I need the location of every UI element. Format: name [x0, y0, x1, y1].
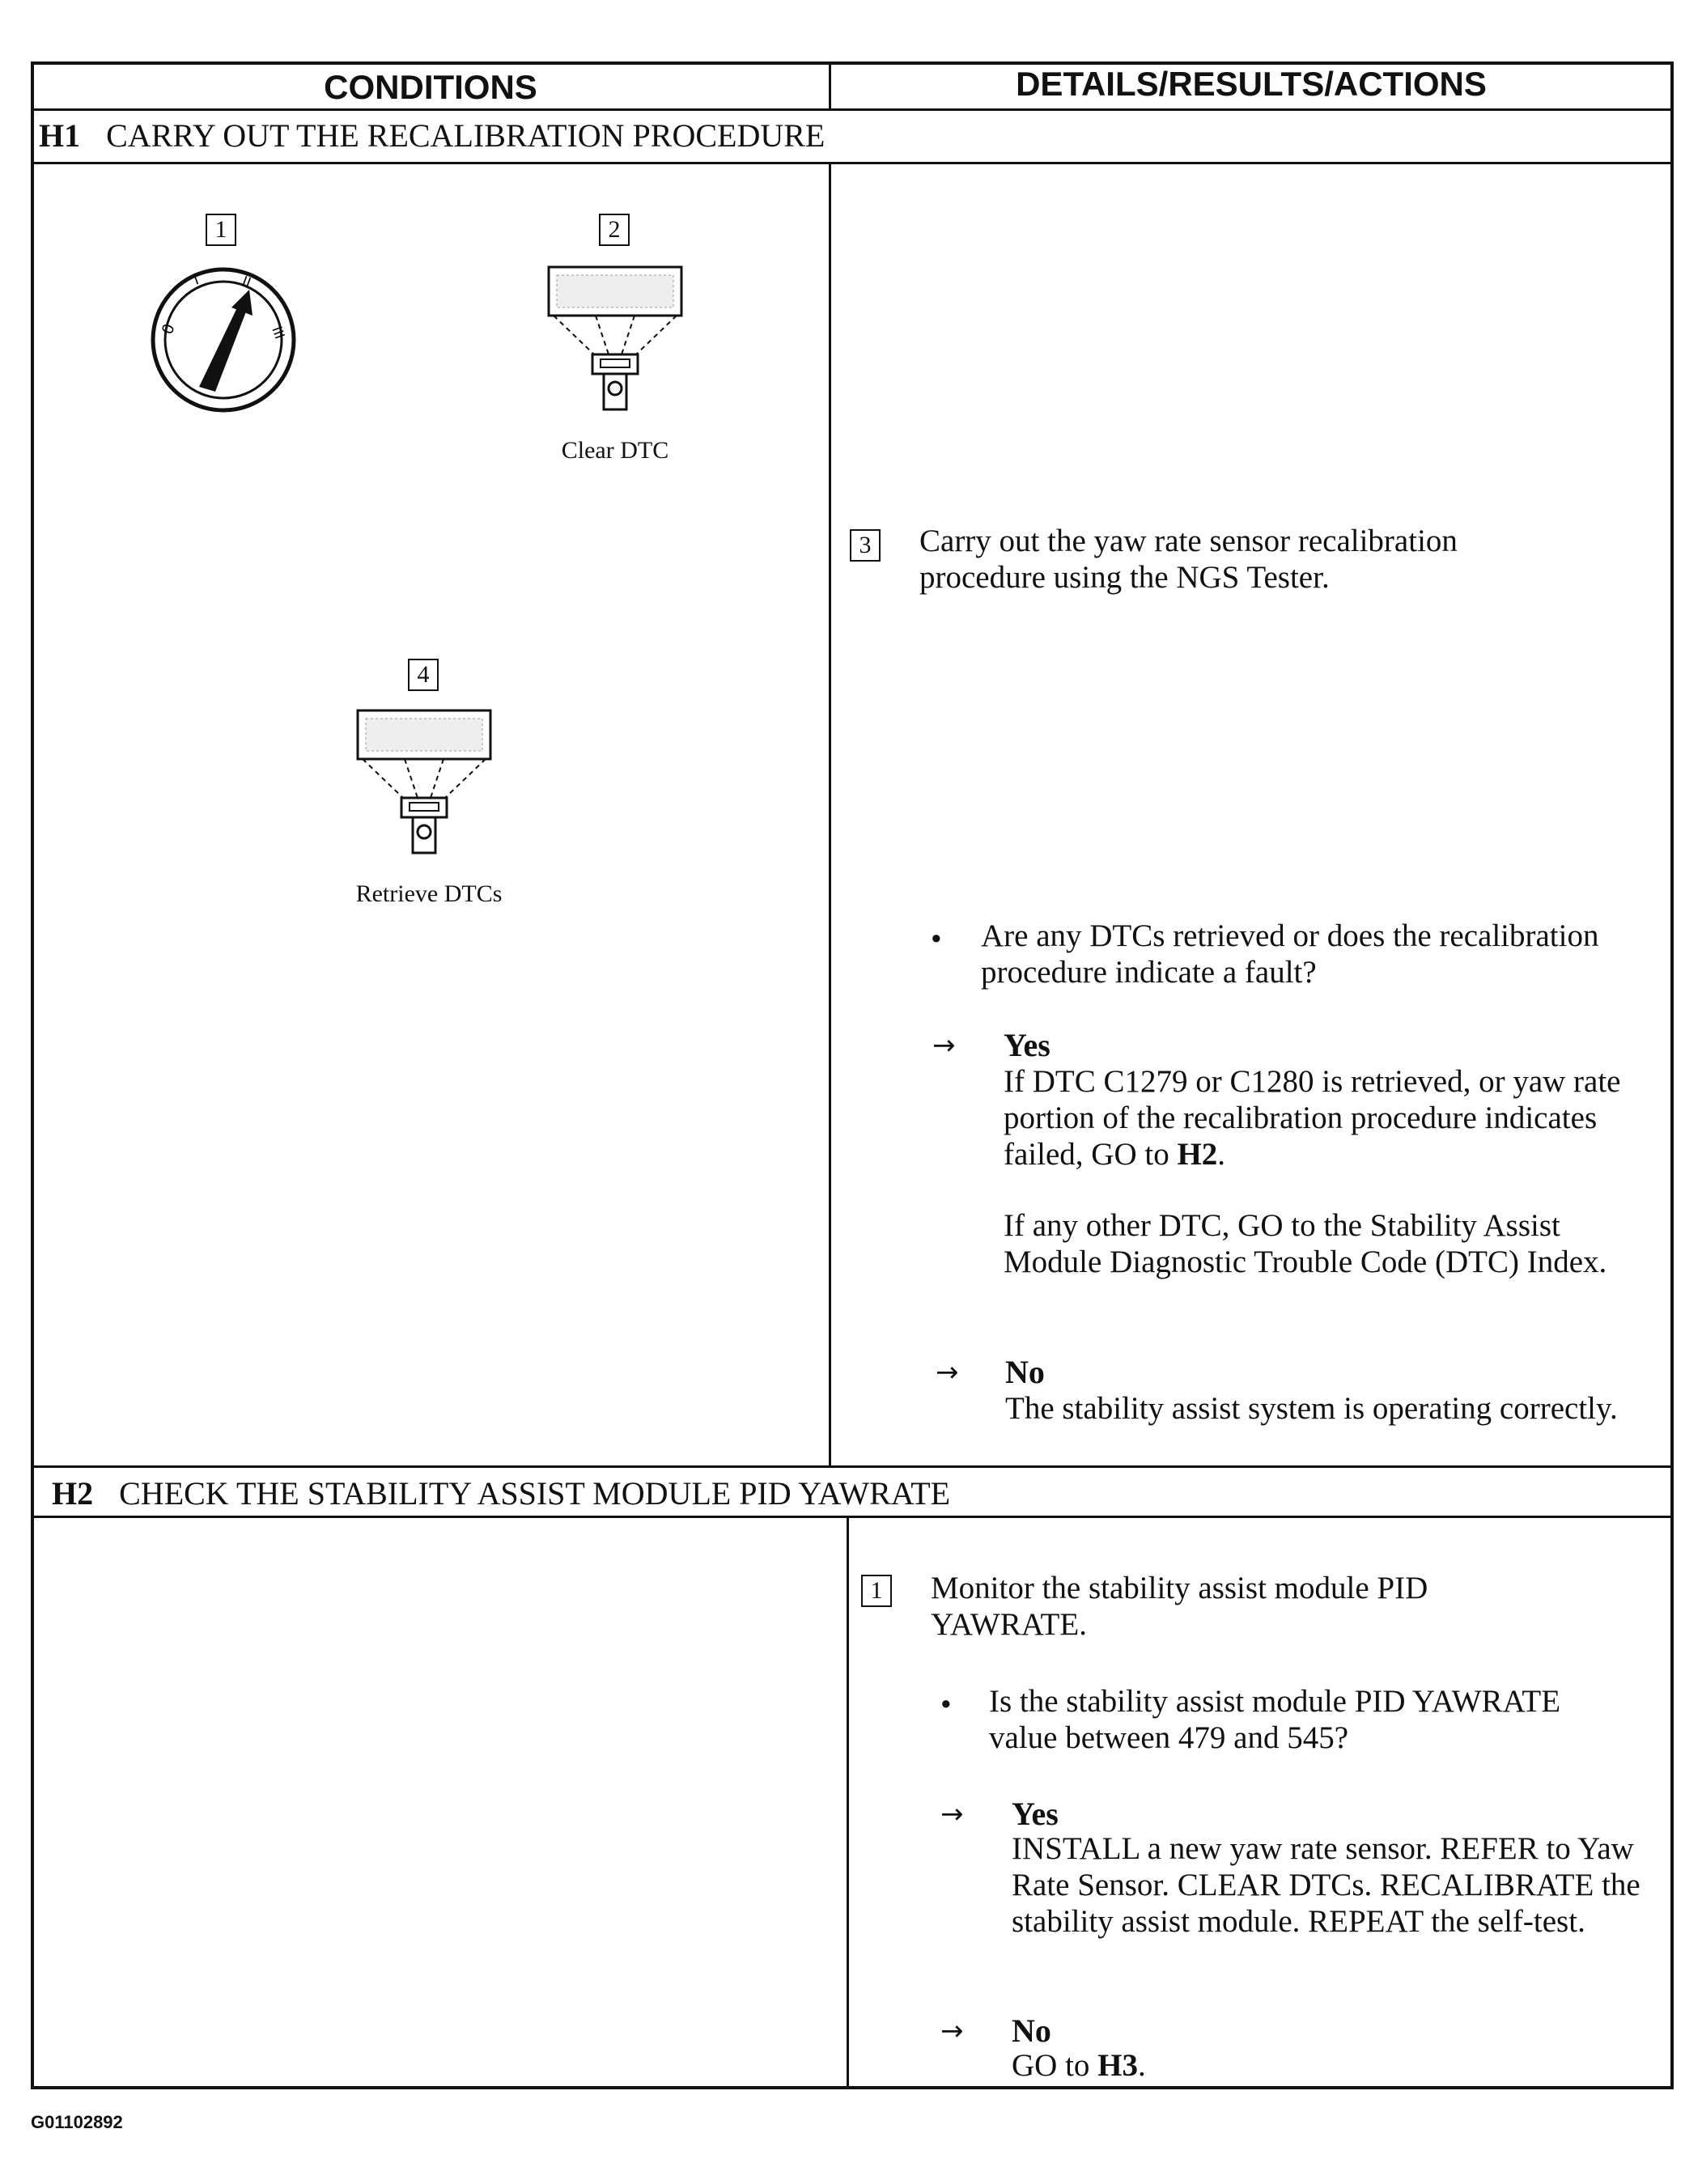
h1-no-label: No — [1005, 1354, 1045, 1390]
caption-clear-dtc: Clear DTC — [561, 437, 669, 464]
h2-no-text-ref: H3 — [1097, 2048, 1139, 2083]
h2-no-arrow: → — [940, 2015, 964, 2047]
h1-yes-text-2: If any other DTC, GO to the Stability As… — [1004, 1208, 1607, 1279]
h2-no-label: No — [1012, 2012, 1051, 2049]
h2-title: H2 CHECK THE STABILITY ASSIST MODULE PID … — [52, 1474, 950, 1512]
h2-title-rule — [31, 1516, 1674, 1518]
h1-yes-arrow: → — [932, 1029, 956, 1062]
h2-yes-arrow: → — [940, 1798, 964, 1830]
h2-yes-label: Yes — [1012, 1796, 1059, 1832]
h2-top-rule — [31, 1465, 1674, 1468]
h1-yes-text-1-end: . — [1217, 1137, 1226, 1172]
h1-title-text: CARRY OUT THE RECALIBRATION PROCEDURE — [106, 117, 826, 154]
fig-step-1-box: 1 — [206, 214, 236, 246]
svg-text:I: I — [192, 271, 202, 288]
h1-question-text: Are any DTCs retrieved or does the recal… — [981, 918, 1599, 990]
h2-column-divider — [847, 1516, 849, 2089]
h2-no-text-end: . — [1138, 2048, 1146, 2083]
h1-yes-label: Yes — [1004, 1027, 1050, 1063]
h2-step-1-box: 1 — [861, 1575, 892, 1607]
h1-question-bullet: • — [931, 922, 942, 956]
h1-title: H1 CARRY OUT THE RECALIBRATION PROCEDURE — [39, 117, 825, 155]
h2-step-1-text: Monitor the stability assist module PID … — [931, 1571, 1428, 1642]
h1-step-3-box: 3 — [850, 529, 881, 562]
h1-no-text: The stability assist system is operating… — [1005, 1391, 1618, 1426]
ignition-switch-icon: 0 I II III — [151, 267, 296, 413]
h1-yes-text-1: If DTC C1279 or C1280 is retrieved, or y… — [1004, 1063, 1651, 1173]
svg-text:III: III — [269, 324, 288, 341]
table-frame — [31, 61, 1674, 2089]
h2-title-text: CHECK THE STABILITY ASSIST MODULE PID YA… — [119, 1475, 951, 1512]
figure-id: G01102892 — [31, 2112, 123, 2132]
h1-column-divider — [829, 162, 831, 1465]
fig-step-4-box: 4 — [408, 659, 439, 691]
h2-no-text: GO to H3. — [1012, 2047, 1497, 2084]
h2-no-text-body: GO to — [1012, 2048, 1098, 2083]
header-divider — [829, 61, 831, 108]
header-rule — [31, 108, 1674, 111]
ngs-tester-icon — [356, 709, 492, 855]
fig-step-2-box: 2 — [599, 214, 630, 246]
conditions-header: CONDITIONS — [324, 68, 537, 106]
h1-id: H1 — [39, 117, 81, 154]
h1-step-3-text: Carry out the yaw rate sensor recalibrat… — [919, 524, 1458, 595]
h1-yes-text-1-body: If DTC C1279 or C1280 is retrieved, or y… — [1004, 1064, 1621, 1172]
h1-no-arrow: → — [936, 1356, 959, 1389]
h2-question-text: Is the stability assist module PID YAWRA… — [989, 1684, 1561, 1755]
caption-retrieve-dtcs: Retrieve DTCs — [355, 880, 503, 907]
details-header: DETAILS/RESULTS/ACTIONS — [1016, 65, 1487, 103]
h1-yes-text-1-ref: H2 — [1177, 1137, 1218, 1172]
h2-id: H2 — [52, 1475, 94, 1512]
h2-yes-text: INSTALL a new yaw rate sensor. REFER to … — [1012, 1831, 1640, 1939]
h2-question-bullet: • — [940, 1687, 952, 1722]
h1-title-rule — [31, 162, 1674, 164]
ngs-tester-icon — [547, 265, 683, 411]
